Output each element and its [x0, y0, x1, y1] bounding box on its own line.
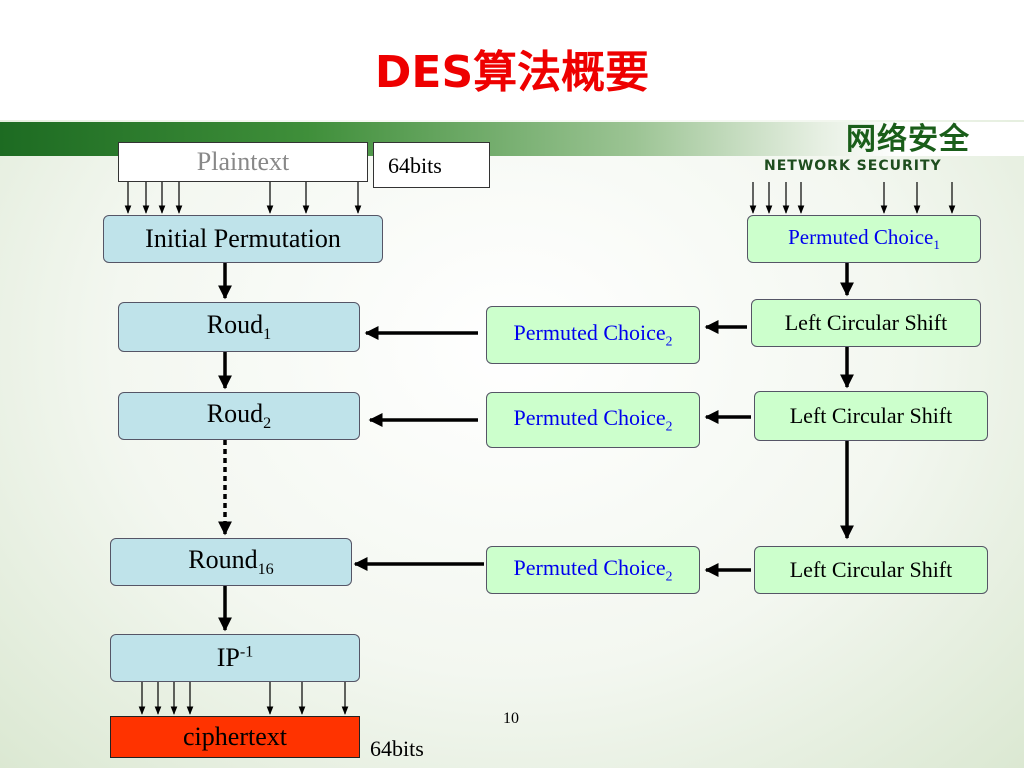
initial-permutation-label: Initial Permutation	[145, 224, 341, 253]
round-2-label: Roud2	[206, 398, 272, 433]
ciphertext-label: ciphertext	[183, 722, 287, 751]
slide-title: DES算法概要	[374, 47, 650, 98]
round-16-label: Round16	[188, 544, 274, 579]
ciphertext-input-lines	[138, 682, 349, 715]
page-number: 10	[503, 710, 519, 727]
round-16-box: Round16	[110, 538, 352, 586]
left-circular-shift-1: Left Circular Shift	[751, 299, 981, 347]
round-1-box: Roud1	[118, 302, 360, 352]
permuted-choice-2-b: Permuted Choice2	[486, 392, 700, 448]
logo-chinese: 网络安全	[846, 122, 970, 157]
permuted-choice-2-a: Permuted Choice2	[486, 306, 700, 364]
permuted-choice-1: Permuted Choice1	[747, 215, 981, 263]
ip-inverse-box: IP-1	[110, 634, 360, 682]
key-input-lines	[749, 182, 956, 214]
horizontal-arrows	[353, 320, 751, 577]
left-circular-shift-2: Left Circular Shift	[754, 391, 988, 441]
plaintext-input-lines	[124, 182, 362, 214]
initial-permutation-box: Initial Permutation	[103, 215, 383, 263]
ciphertext-bits-label: 64bits	[370, 736, 424, 761]
ip-inverse-label: IP-1	[216, 643, 254, 672]
round-1-label: Roud1	[206, 309, 272, 344]
plaintext-box: Plaintext	[118, 142, 368, 182]
plaintext-label: Plaintext	[196, 147, 290, 176]
left-circular-shift-3: Left Circular Shift	[754, 546, 988, 594]
ciphertext-box: ciphertext	[110, 716, 360, 758]
round-2-box: Roud2	[118, 392, 360, 440]
permuted-choice-2-c: Permuted Choice2	[486, 546, 700, 594]
plaintext-bits-label: 64bits	[388, 153, 442, 178]
plaintext-bits-box: 64bits	[373, 142, 490, 188]
logo-english: NETWORK SECURITY	[764, 158, 942, 174]
